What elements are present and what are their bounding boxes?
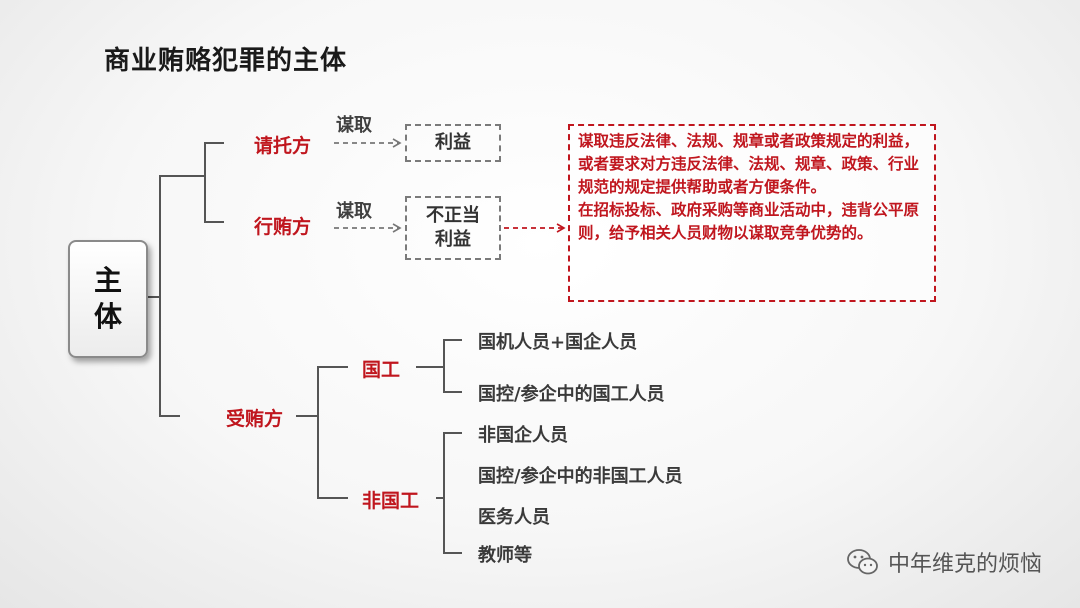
bribee-bracket: [317, 366, 348, 499]
seek-label-1: 谋取: [336, 115, 372, 136]
definition-paragraph-2: 在招标投标、政府采购等商业活动中，违背公平原则，给予相关人员财物以谋取竞争优势的…: [578, 201, 920, 242]
non-state-item: 国控/参企中的非国工人员: [478, 466, 683, 487]
nonstate-bracket: [443, 432, 462, 554]
benefit-box: 利益: [405, 124, 501, 162]
page-title: 商业贿赂犯罪的主体: [104, 46, 348, 76]
non-state-item: 教师等: [478, 545, 532, 566]
briber-label: 行贿方: [254, 216, 312, 238]
state-item: 国机人员+国企人员: [478, 332, 638, 353]
state-item: 国控/参企中的国工人员: [478, 384, 665, 405]
wechat-icon: [847, 549, 878, 575]
root-bracket: [159, 175, 180, 417]
non-state-item: 非国企人员: [478, 425, 568, 446]
watermark-text: 中年维克的烦恼: [887, 552, 1042, 577]
non-state-item: 医务人员: [478, 507, 550, 528]
briber-bracket: [204, 142, 224, 223]
root-node: 主体: [68, 240, 148, 358]
improper-benefit-definition: 谋取违反法律、法规、规章或者政策规定的利益，或者要求对方违反法律、法规、规章、政…: [568, 124, 936, 302]
state-staff-label: 国工: [362, 359, 401, 381]
requester-label: 请托方: [254, 135, 312, 157]
improper-benefit-box: 不正当利益: [405, 196, 501, 260]
watermark: 中年维克的烦恼: [846, 546, 1042, 578]
state-bracket: [443, 339, 462, 393]
bribee-label: 受贿方: [226, 408, 284, 430]
non-state-staff-label: 非国工: [362, 490, 420, 512]
seek-label-2: 谋取: [336, 201, 372, 222]
definition-paragraph-1: 谋取违反法律、法规、规章或者政策规定的利益，或者要求对方违反法律、法规、规章、政…: [578, 132, 920, 196]
root-label: 主体: [93, 264, 122, 333]
